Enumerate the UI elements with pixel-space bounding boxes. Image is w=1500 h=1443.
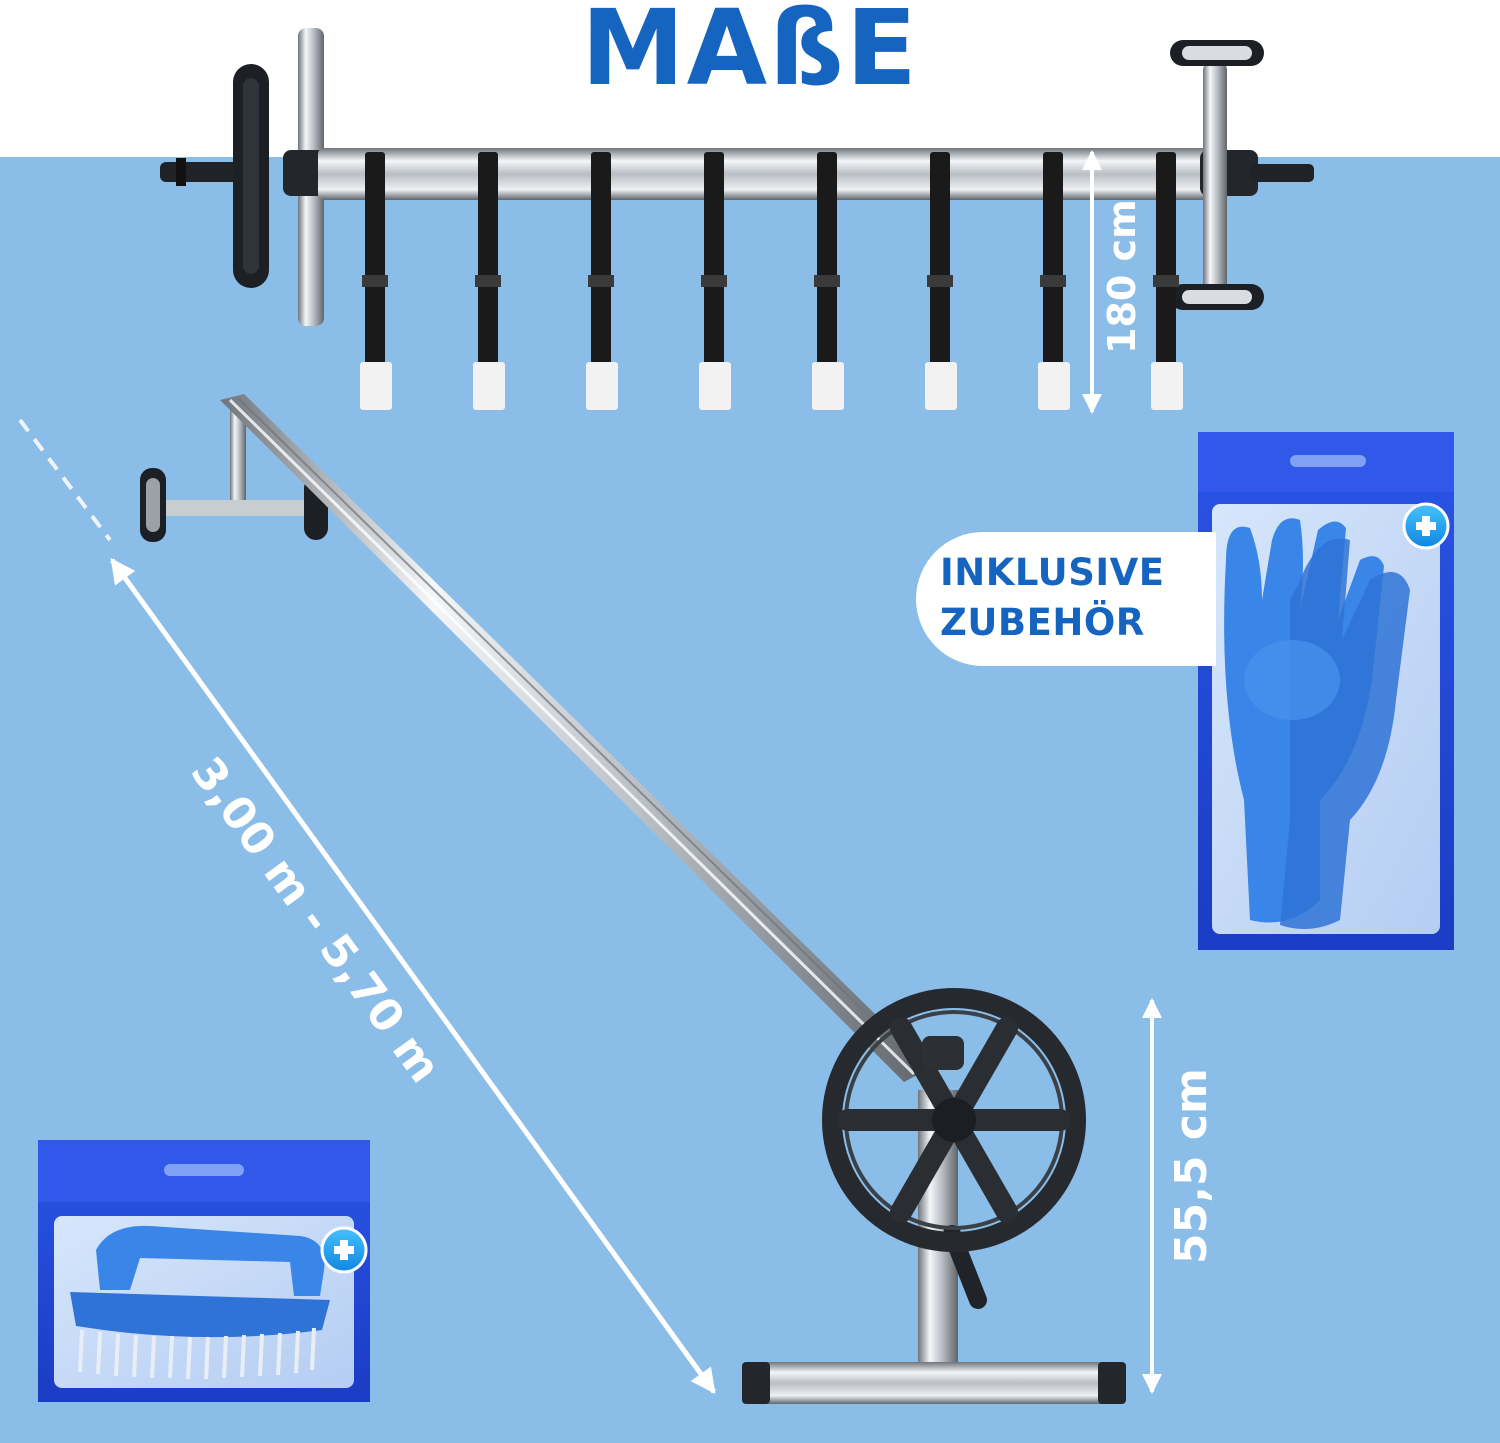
page-title: MAßE [581,0,919,109]
gloves-package [1198,432,1454,950]
strap-length-label: 180 cm [1100,199,1144,354]
top-roller [160,28,1314,326]
accessory-badge [916,532,1216,666]
tube-length-arrow [109,557,717,1395]
accessory-badge-text: INKLUSIVE ZUBEHÖR [940,548,1165,648]
stand-height-label: 55,5 cm [1166,1068,1217,1264]
strap [812,152,844,410]
accessory-badge-line1: INKLUSIVE [940,551,1165,594]
strap [925,152,957,410]
strap [1151,152,1183,410]
accessory-badge-line2: ZUBEHÖR [940,601,1145,644]
tube-length-arrow-dashed [18,418,112,542]
strap [473,152,505,410]
straps [360,152,1183,410]
strap [360,152,392,410]
brush-package [38,1140,370,1402]
strap [586,152,618,410]
strap [1038,152,1070,410]
strap [699,152,731,410]
